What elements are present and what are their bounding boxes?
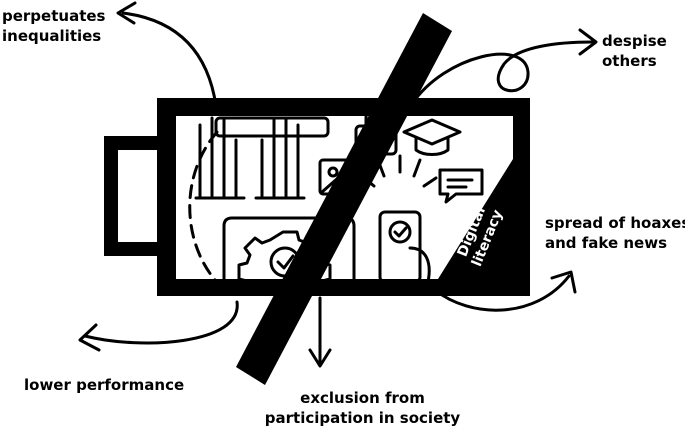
battery-tag: Digital literacy — [455, 205, 507, 269]
label-despise-others: despise others — [602, 31, 667, 71]
label-despise-line-1: despise — [602, 32, 667, 50]
chat-bubble-icon — [438, 168, 484, 204]
arrow-perpetuates — [116, 1, 218, 108]
battery-terminal — [104, 136, 162, 256]
label-exclusion-line-2: participation in society — [264, 409, 461, 427]
label-hoaxes-line-1: spread of hoaxes — [545, 214, 685, 232]
slash-bar — [236, 13, 452, 385]
raised-hands-icon — [194, 116, 330, 200]
label-lower-performance-text: lower performance — [24, 376, 185, 394]
label-spread-of-hoaxes: spread of hoaxes and fake news — [545, 213, 685, 253]
graduation-cap-icon — [402, 118, 462, 156]
digital-literacy-triangle — [438, 159, 513, 279]
label-despise-line-2: others — [602, 52, 657, 70]
arrow-despise — [410, 28, 598, 106]
arrow-exclusion — [308, 296, 332, 368]
label-exclusion-line-1: exclusion from — [300, 389, 425, 407]
dashed-arc — [188, 130, 219, 279]
smartphone-check-icon — [378, 210, 431, 279]
label-hoaxes-line-2: and fake news — [545, 234, 668, 252]
label-perpetuates-line-2: inequalities — [2, 27, 102, 45]
label-lower-performance: lower performance — [24, 375, 184, 395]
label-perpetuates-line-1: perpetuates — [2, 7, 106, 25]
arrow-lower-performance — [78, 300, 239, 352]
label-perpetuates-inequalities: perpetuates inequalities — [2, 6, 105, 46]
label-exclusion: exclusion from participation in society — [0, 388, 685, 428]
laptop-icon — [222, 216, 356, 279]
arrow-hoaxes — [433, 270, 577, 312]
